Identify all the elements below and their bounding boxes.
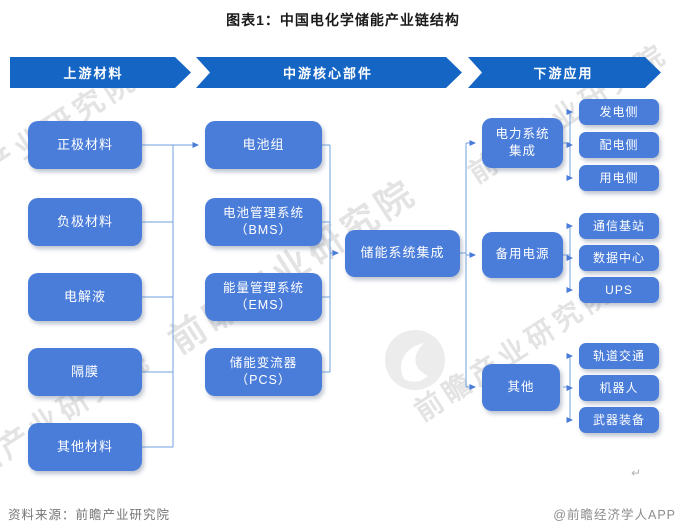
downstream-group-backup-power: 备用电源 bbox=[482, 232, 563, 278]
leaf-box-robot: 机器人 bbox=[579, 375, 659, 401]
stage-upstream-arrow: 上游材料 bbox=[10, 57, 191, 88]
midstream-box-battery-pack: 电池组 bbox=[205, 121, 322, 169]
upstream-box-separator: 隔膜 bbox=[28, 348, 142, 396]
credit-note: @前瞻经济学人APP bbox=[553, 508, 676, 522]
source-note: 资料来源：前瞻产业研究院 bbox=[8, 508, 171, 522]
upstream-box-cathode-materials: 正极材料 bbox=[28, 121, 142, 169]
midstream-box-system-integration: 储能系统集成 bbox=[345, 230, 460, 277]
leaf-box-generation-side: 发电侧 bbox=[579, 99, 659, 125]
midstream-box-ems: 能量管理系统 （EMS） bbox=[205, 273, 322, 321]
upstream-box-anode-materials: 负极材料 bbox=[28, 198, 142, 246]
leaf-box-rail-transit: 轨道交通 bbox=[579, 343, 659, 369]
leaf-box-weapons-equipment: 武器装备 bbox=[579, 407, 659, 433]
leaf-box-distribution-side: 配电侧 bbox=[579, 132, 659, 158]
stage-downstream-arrow: 下游应用 bbox=[468, 57, 661, 88]
downstream-group-other: 其他 bbox=[482, 364, 560, 411]
leaf-box-ups: UPS bbox=[579, 277, 659, 303]
midstream-box-bms: 电池管理系统 （BMS） bbox=[205, 198, 322, 246]
leaf-box-data-center: 数据中心 bbox=[579, 245, 659, 271]
upstream-box-electrolyte: 电解液 bbox=[28, 273, 142, 321]
midstream-box-pcs: 储能变流器 （PCS） bbox=[205, 348, 322, 396]
stage-midstream-arrow: 中游核心部件 bbox=[196, 57, 462, 88]
upstream-box-other-materials: 其他材料 bbox=[28, 423, 142, 471]
paragraph-return-mark: ↵ bbox=[631, 466, 642, 480]
leaf-box-consumption-side: 用电侧 bbox=[579, 165, 659, 191]
downstream-group-power-system-integration: 电力系统 集成 bbox=[482, 118, 563, 168]
chart-title: 图表1：中国电化学储能产业链结构 bbox=[226, 12, 460, 28]
leaf-box-communication-base-station: 通信基站 bbox=[579, 213, 659, 239]
